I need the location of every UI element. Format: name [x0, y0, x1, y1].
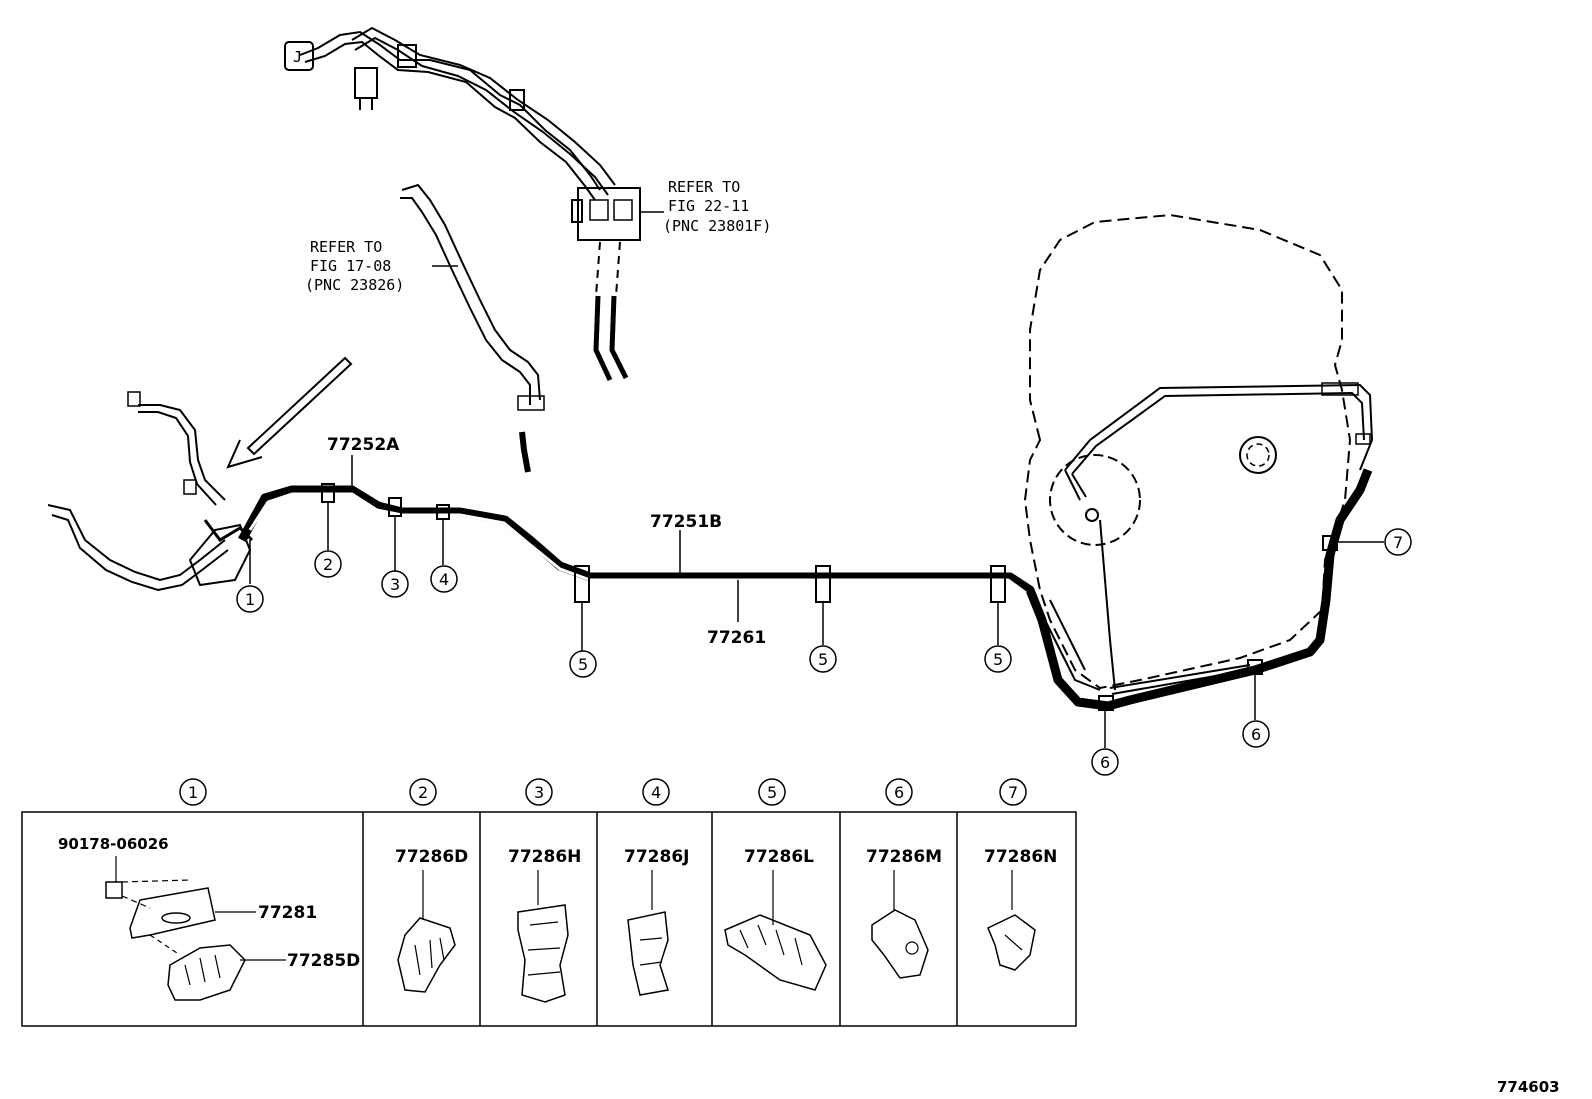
- callout-5c: 5: [984, 645, 1012, 673]
- callout-text: 7: [1393, 533, 1403, 552]
- part-77252A-label: 77252A: [327, 435, 400, 455]
- callout-5b: 5: [809, 645, 837, 673]
- callout-text: 6: [1251, 725, 1261, 744]
- part-77251B-label: 77251B: [650, 512, 722, 532]
- part-77281-label: 77281: [258, 903, 317, 923]
- cell-77286H: 77286H: [508, 847, 581, 1003]
- ref-fig-22-11-line1: REFER TO: [668, 178, 740, 196]
- ref-fig-22-11-line2: FIG 22-11: [668, 197, 749, 215]
- upper-hose-assembly: J: [284, 26, 664, 382]
- header-text: 2: [418, 783, 428, 802]
- part-77285D-label: 77285D: [287, 951, 360, 971]
- table-header-3: 3: [525, 778, 553, 806]
- ref-fig-17-08-line3: (PNC 23826): [305, 276, 404, 294]
- part-77261-label: 77261: [707, 628, 766, 648]
- header-text: 7: [1008, 783, 1018, 802]
- direction-arrow: [226, 356, 353, 469]
- part-label: 77286N: [984, 847, 1057, 867]
- left-fitting-group: [47, 391, 254, 592]
- cell-77286D: 77286D: [395, 847, 468, 993]
- table-header-7: 7: [999, 778, 1027, 806]
- part-label: 77286J: [624, 847, 689, 867]
- ref-fig-17-08-line1: REFER TO: [310, 238, 382, 256]
- cell-77286M: 77286M: [866, 847, 942, 979]
- callout-text: 1: [245, 590, 255, 609]
- callout-6b: 6: [1242, 720, 1270, 748]
- callout-3: 3: [381, 570, 409, 598]
- filler-hose: [400, 183, 545, 473]
- callout-text: 6: [1100, 753, 1110, 772]
- table-header-1: 1: [179, 778, 207, 806]
- callout-text: 2: [323, 555, 333, 574]
- callout-text: 5: [578, 655, 588, 674]
- cell-77286L: 77286L: [724, 847, 827, 991]
- callout-text: 5: [993, 650, 1003, 669]
- part-label: 77286D: [395, 847, 468, 867]
- callout-4: 4: [430, 565, 458, 593]
- table-header-5: 5: [758, 778, 786, 806]
- callout-2: 2: [314, 550, 342, 578]
- callout-5a: 5: [569, 650, 597, 678]
- table-header-2: 2: [409, 778, 437, 806]
- ref-fig-22-11-line3: (PNC 23801F): [663, 217, 771, 235]
- table-header-4: 4: [642, 778, 670, 806]
- figure-id: 774603: [1497, 1078, 1560, 1096]
- callout-text: 3: [390, 575, 400, 594]
- header-text: 6: [894, 783, 904, 802]
- part-label: 77286H: [508, 847, 581, 867]
- callouts: 1 2 3 4 5 5 5 6 6 7: [236, 528, 1412, 776]
- callout-6a: 6: [1091, 748, 1119, 776]
- leader-lines: [249, 455, 1384, 748]
- callout-text: 4: [439, 570, 449, 589]
- cell-77286J: 77286J: [624, 847, 689, 996]
- fuel-tank-outline: [1023, 213, 1374, 695]
- part-label: 77286M: [866, 847, 942, 867]
- header-text: 3: [534, 783, 544, 802]
- callout-1: 1: [236, 585, 264, 613]
- detail-table: 1 2 3 4 5 6 7 90178-06026 77281 77285D 7…: [21, 778, 1077, 1027]
- part-90178-06026-label: 90178-06026: [58, 835, 169, 853]
- callout-text: 5: [818, 650, 828, 669]
- table-header-6: 6: [885, 778, 913, 806]
- header-text: 4: [651, 783, 661, 802]
- callout-7: 7: [1384, 528, 1412, 556]
- part-label: 77286L: [744, 847, 814, 867]
- header-text: 1: [188, 783, 198, 802]
- main-fuel-tube: [238, 468, 1373, 711]
- header-text: 5: [767, 783, 777, 802]
- svg-text:J: J: [293, 48, 302, 66]
- cell-77286N: 77286N: [984, 847, 1057, 971]
- ref-fig-17-08-line2: FIG 17-08: [310, 257, 391, 275]
